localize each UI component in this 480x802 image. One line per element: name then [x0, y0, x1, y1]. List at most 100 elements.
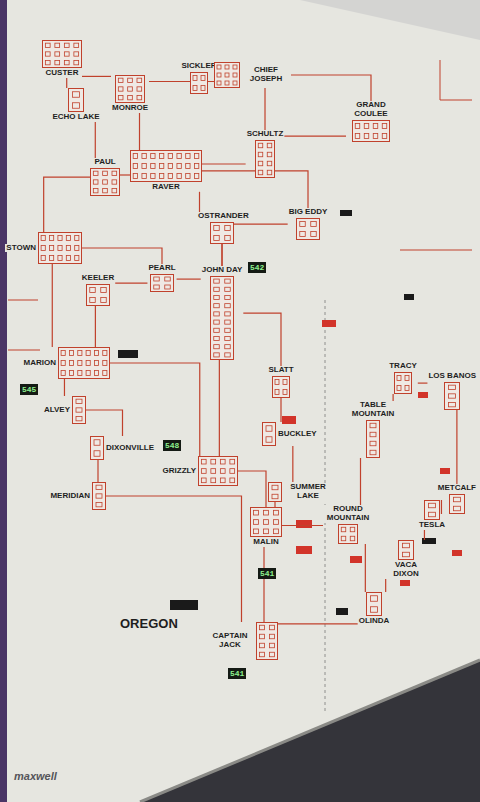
breaker	[217, 81, 221, 85]
breaker	[133, 154, 137, 159]
breaker	[112, 189, 117, 193]
substation: GRAND COULEE	[346, 101, 396, 142]
breaker	[41, 236, 45, 241]
breaker	[41, 256, 45, 261]
breaker-symbol	[86, 284, 110, 306]
breaker-graphic	[58, 347, 110, 379]
breaker	[341, 536, 346, 541]
breaker	[45, 52, 50, 56]
substation-name: ECHO LAKE	[51, 113, 100, 122]
breaker	[266, 426, 272, 432]
substation-name: GRIZZLY	[162, 467, 197, 476]
substation: ALVEY	[43, 396, 86, 424]
breaker	[370, 423, 376, 428]
breaker	[93, 171, 98, 175]
breaker	[75, 246, 79, 251]
breaker-graphic	[72, 396, 86, 424]
breaker	[230, 459, 235, 464]
breaker	[128, 78, 133, 82]
breaker-graphic	[424, 500, 440, 520]
breaker	[45, 43, 50, 47]
breaker-symbol	[262, 422, 276, 446]
substation-name: CUSTER	[45, 69, 80, 78]
breaker	[159, 164, 163, 169]
breaker-graphic	[256, 622, 278, 660]
breaker	[201, 459, 206, 464]
breaker-symbol	[424, 500, 440, 520]
breaker-symbol	[250, 507, 282, 537]
breaker	[211, 469, 216, 474]
breaker-symbol	[255, 140, 275, 178]
transmission-line	[97, 460, 98, 482]
substation-name: CHIEF JOSEPH	[241, 66, 291, 84]
breaker	[58, 236, 62, 241]
breaker	[233, 73, 237, 77]
breaker	[74, 43, 79, 47]
substation-name: BIG EDDY	[288, 208, 329, 217]
breaker	[254, 520, 259, 525]
substation-name: BUCKLEY	[277, 430, 318, 439]
transmission-line	[219, 360, 220, 456]
breaker	[194, 164, 198, 169]
breaker	[364, 124, 369, 129]
breaker	[260, 652, 265, 657]
substation-name: SCHULTZ	[246, 130, 285, 139]
breaker-symbol	[115, 75, 145, 103]
frame-edge	[0, 0, 7, 802]
transmission-line	[86, 410, 123, 436]
breaker-symbol	[210, 276, 234, 360]
substation: SICKLER	[180, 62, 217, 94]
breaker	[405, 386, 409, 391]
breaker-symbol	[198, 456, 238, 486]
alarm-block	[452, 550, 462, 556]
breaker	[233, 65, 237, 69]
transmission-line	[177, 279, 201, 280]
breaker	[78, 351, 82, 356]
breaker	[96, 503, 102, 507]
voltage-display: 541	[258, 568, 276, 579]
breaker-graphic	[366, 592, 382, 616]
breaker	[86, 361, 90, 366]
substation: CAPTAIN JACK	[205, 622, 278, 660]
breaker	[142, 174, 146, 179]
breaker	[201, 86, 205, 91]
breaker-graphic	[92, 482, 106, 510]
breaker-symbol	[190, 72, 208, 94]
bus-outline	[43, 41, 82, 68]
breaker	[75, 256, 79, 261]
transmission-line	[365, 544, 366, 592]
substation: MONROE	[111, 75, 149, 113]
breaker	[258, 170, 263, 175]
breaker	[64, 52, 69, 56]
breaker	[225, 320, 231, 324]
bus-outline	[425, 501, 440, 520]
breaker-symbol	[449, 494, 465, 514]
transmission-line	[238, 471, 266, 507]
breaker	[64, 43, 69, 47]
substation-name: VACA DIXON	[381, 561, 431, 579]
breaker	[214, 279, 220, 283]
breaker	[128, 96, 133, 100]
indicator-block	[340, 210, 352, 216]
transmission-line	[120, 174, 130, 175]
substation: ECHO LAKE	[51, 88, 100, 122]
bus-outline	[73, 397, 86, 424]
breaker-graphic	[449, 494, 465, 514]
breaker-symbol	[90, 168, 120, 196]
substation: OSTRANDER	[197, 212, 247, 244]
substation-name: MERIDIAN	[49, 492, 91, 501]
breaker-symbol	[366, 420, 380, 458]
breaker	[260, 643, 265, 648]
transmission-line	[424, 530, 425, 540]
breaker-graphic	[296, 218, 320, 240]
transmission-line	[264, 88, 265, 130]
breaker	[382, 134, 387, 139]
breaker-graphic	[150, 274, 174, 292]
bus-outline	[199, 457, 238, 486]
breaker	[341, 527, 346, 532]
breaker	[177, 174, 181, 179]
breaker	[270, 625, 275, 630]
transmission-line	[441, 500, 442, 514]
bus-outline	[93, 483, 106, 510]
breaker	[73, 92, 80, 98]
